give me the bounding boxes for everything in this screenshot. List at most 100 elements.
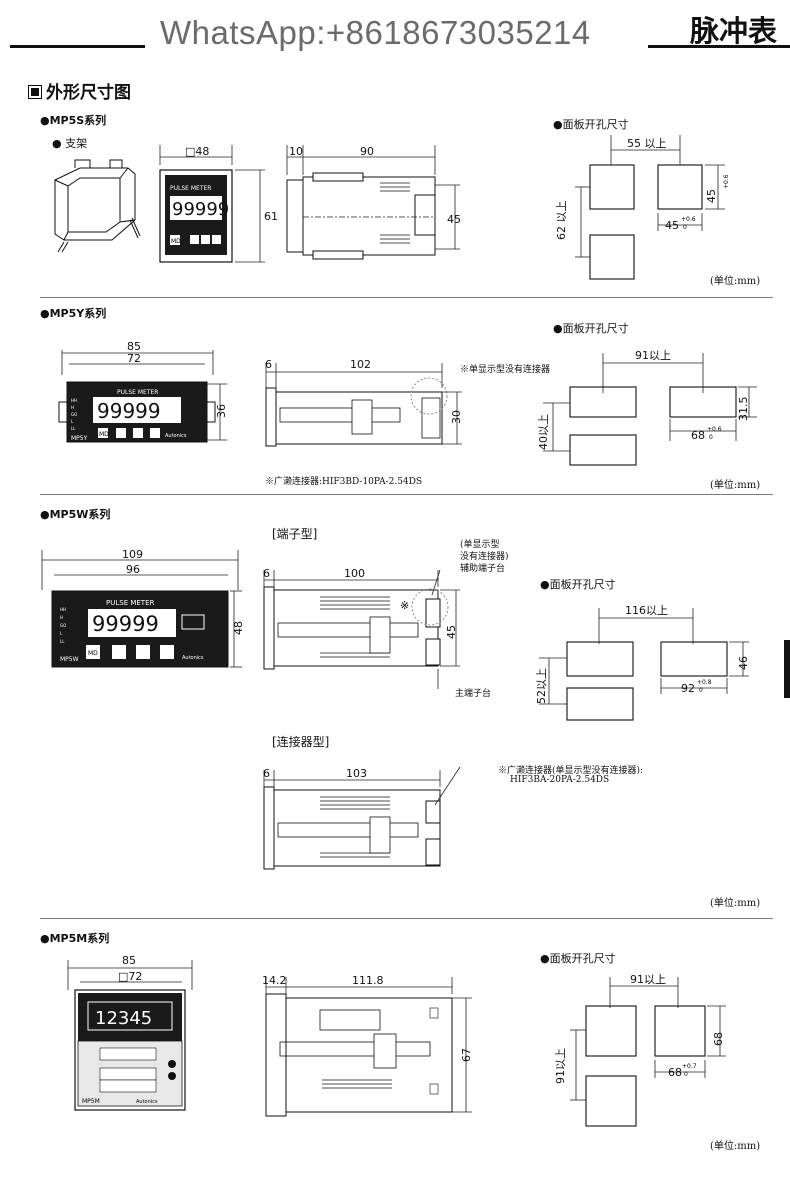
svg-text:MP5W: MP5W bbox=[60, 656, 79, 663]
svg-text:□72: □72 bbox=[118, 970, 142, 983]
svg-text:36: 36 bbox=[215, 404, 228, 418]
svg-text:99999: 99999 bbox=[92, 612, 159, 636]
svg-text:68: 68 bbox=[668, 1066, 682, 1079]
svg-text:PULSE METER: PULSE METER bbox=[106, 599, 154, 607]
mp5m-series-label: ●MP5M系列 bbox=[40, 932, 110, 945]
mp5s-unit: (单位:mm) bbox=[710, 276, 761, 287]
svg-text:45: 45 bbox=[445, 625, 458, 639]
svg-text:92: 92 bbox=[681, 682, 695, 695]
svg-text:HH: HH bbox=[71, 398, 77, 403]
svg-text:85: 85 bbox=[127, 340, 141, 353]
svg-text:45: 45 bbox=[665, 219, 679, 232]
mp5s-cutout: 55 以上 62 以上 45 +0.60 45 +0.6 bbox=[555, 135, 730, 280]
svg-text:+0.8: +0.8 bbox=[697, 679, 712, 686]
mp5w-note-single2: 没有连接器) bbox=[460, 552, 509, 562]
mp5m-side-view: 14.2 111.8 67 bbox=[262, 974, 473, 1117]
svg-text:91以上: 91以上 bbox=[630, 973, 666, 986]
mp5w-connector-type: [连接器型] bbox=[272, 735, 330, 749]
svg-text:LL: LL bbox=[71, 426, 76, 431]
svg-text:MD: MD bbox=[171, 238, 181, 245]
mp5w-front-view: 109 96 PULSE METER HH H GO L LL 99999 MP… bbox=[41, 548, 245, 668]
svg-text:+0.6: +0.6 bbox=[681, 216, 696, 223]
mp5w-unit: (单位:mm) bbox=[710, 898, 761, 909]
svg-text:6: 6 bbox=[263, 567, 270, 580]
mp5s-side-view: 10 90 45 bbox=[286, 145, 461, 260]
header-rule-left bbox=[10, 45, 145, 48]
svg-text:116以上: 116以上 bbox=[625, 604, 668, 617]
svg-text:+0.7: +0.7 bbox=[682, 1063, 697, 1070]
svg-text:48: 48 bbox=[232, 621, 245, 635]
svg-text:109: 109 bbox=[122, 548, 143, 561]
svg-text:0: 0 bbox=[699, 687, 703, 694]
mp5y-note-connector: ※单显示型没有连接器 bbox=[460, 365, 551, 375]
page-title: 脉冲表 bbox=[690, 14, 778, 48]
mp5s-series-label: ●MP5S系列 bbox=[40, 114, 107, 127]
svg-text:68: 68 bbox=[691, 429, 705, 442]
svg-text:0: 0 bbox=[684, 1071, 688, 1078]
mp5w-note-connector2: HIF3BA-20PA-2.54DS bbox=[510, 775, 610, 785]
svg-text:PULSE METER: PULSE METER bbox=[117, 389, 158, 396]
svg-text:LL: LL bbox=[60, 639, 65, 644]
svg-text:99999: 99999 bbox=[97, 399, 161, 423]
svg-text:Autonics: Autonics bbox=[136, 1099, 158, 1105]
svg-text:96: 96 bbox=[126, 563, 140, 576]
mp5w-series-label: ●MP5W系列 bbox=[40, 508, 111, 521]
svg-text:GO: GO bbox=[60, 623, 66, 628]
svg-text:40以上: 40以上 bbox=[537, 414, 550, 450]
svg-text:Autonics: Autonics bbox=[165, 433, 187, 439]
whatsapp-watermark: WhatsApp:+8618673035214 bbox=[160, 14, 591, 51]
svg-text:MD: MD bbox=[88, 650, 98, 657]
svg-text:62 以上: 62 以上 bbox=[555, 201, 568, 241]
mp5m-cutout-label: ●面板开孔尺寸 bbox=[540, 952, 616, 965]
svg-text:Autonics: Autonics bbox=[182, 655, 204, 661]
mp5s-display-label: PULSE METER bbox=[170, 185, 211, 192]
mp5s-digits: 99999 bbox=[172, 199, 229, 220]
svg-text:91以上: 91以上 bbox=[635, 349, 671, 362]
svg-text:85: 85 bbox=[122, 954, 136, 967]
mp5y-front-view: 85 72 PULSE METER HH H GO L LL 99999 MP5… bbox=[58, 340, 228, 443]
svg-text:MD: MD bbox=[99, 431, 109, 438]
mp5m-unit: (单位:mm) bbox=[710, 1141, 761, 1152]
svg-text:100: 100 bbox=[344, 567, 365, 580]
side-tab-mark bbox=[784, 640, 790, 698]
svg-text:MP5Y: MP5Y bbox=[71, 435, 88, 442]
svg-text:12345: 12345 bbox=[95, 1008, 152, 1029]
mp5s-bracket-label: ● 支架 bbox=[52, 137, 88, 150]
svg-text:H: H bbox=[71, 405, 74, 410]
section-title: 外形尺寸图 bbox=[28, 78, 131, 103]
svg-text:H: H bbox=[60, 615, 63, 620]
svg-text:+0.6: +0.6 bbox=[707, 426, 722, 433]
svg-text:0: 0 bbox=[683, 224, 687, 231]
svg-text:+0.6: +0.6 bbox=[723, 174, 730, 189]
svg-text:MP5M: MP5M bbox=[82, 1098, 100, 1105]
mp5w-note-connector: ※广濑连接器(单显示型没有连接器): bbox=[498, 766, 644, 776]
mp5w-cutout-label: ●面板开孔尺寸 bbox=[540, 578, 616, 591]
mp5w-cutout: 116以上 52以上 92 +0.80 46 bbox=[535, 604, 750, 721]
mp5s-side-len: 90 bbox=[360, 145, 374, 158]
svg-text:※: ※ bbox=[400, 599, 409, 612]
mp5s-front-height: 61 bbox=[264, 210, 278, 223]
mp5y-cutout-label: ●面板开孔尺寸 bbox=[553, 322, 629, 335]
svg-text:GO: GO bbox=[71, 412, 77, 417]
svg-text:111.8: 111.8 bbox=[352, 974, 384, 987]
mp5s-front-width: □48 bbox=[185, 145, 209, 158]
mp5w-note-aux: 辅助端子台 bbox=[460, 564, 506, 574]
svg-text:6: 6 bbox=[263, 767, 270, 780]
mp5m-front-view: 85 □72 12345 MP5M Autonics bbox=[67, 954, 193, 1111]
svg-text:6: 6 bbox=[265, 358, 272, 371]
mp5w-note-single: (单显示型 bbox=[460, 540, 500, 550]
mp5w-side-view: 6 100 ※ 45 bbox=[263, 567, 460, 689]
separator-2 bbox=[40, 494, 773, 495]
separator-1 bbox=[40, 297, 773, 298]
svg-text:HH: HH bbox=[60, 607, 66, 612]
mp5y-unit: (单位:mm) bbox=[710, 480, 761, 491]
mp5s-cutout-label: ●面板开孔尺寸 bbox=[553, 118, 629, 131]
svg-text:91以上: 91以上 bbox=[554, 1048, 567, 1084]
mp5w-terminal-type: [端子型] bbox=[272, 527, 318, 541]
svg-text:55 以上: 55 以上 bbox=[627, 137, 667, 150]
mp5s-bracket-drawing bbox=[54, 159, 141, 253]
svg-text:30: 30 bbox=[450, 410, 463, 424]
mp5y-cutout: 91以上 40以上 68 +0.60 31.5 bbox=[537, 349, 757, 466]
mp5s-front-view: □48 PULSE METER 99999 MD 61 bbox=[159, 145, 278, 263]
svg-text:68: 68 bbox=[712, 1032, 725, 1046]
